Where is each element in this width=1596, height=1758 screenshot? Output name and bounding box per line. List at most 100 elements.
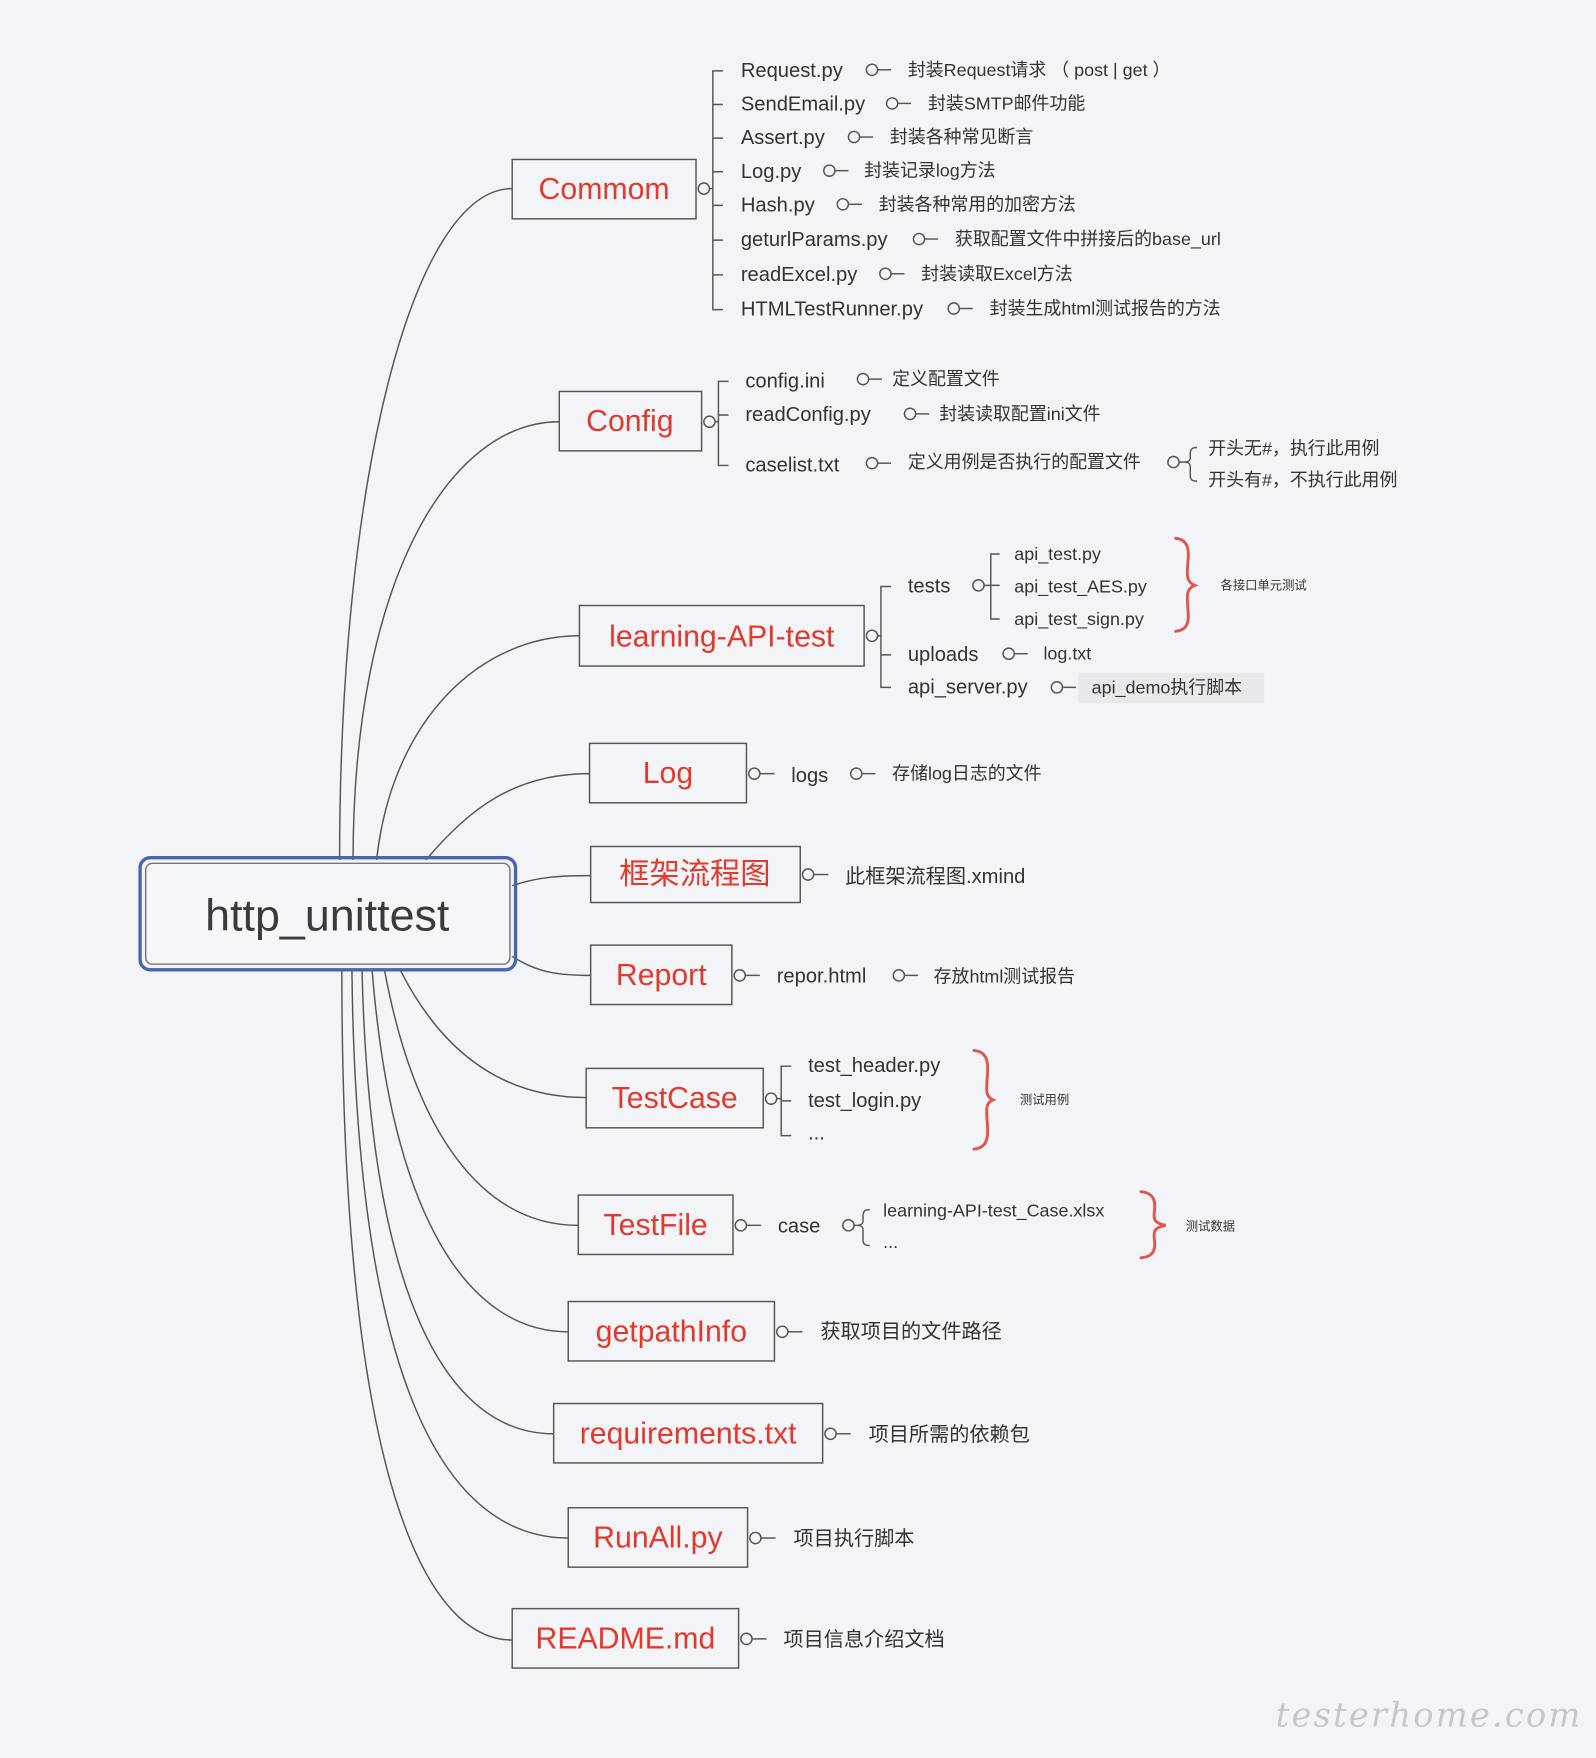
topic-label-flowchart: 框架流程图 bbox=[619, 857, 770, 891]
bracket-connector bbox=[990, 553, 1000, 620]
note-readconfig-py: 封装读取配置ini文件 bbox=[939, 404, 1100, 424]
branch-readme: README.md 项目信息介绍文档 bbox=[511, 1607, 945, 1669]
curly-bracket-connector bbox=[856, 1208, 870, 1247]
subtopic-request-py: Request.py bbox=[741, 60, 844, 82]
branch-connector-icon bbox=[747, 767, 775, 780]
topic-label-getpathinfo: getpathInfo bbox=[596, 1315, 747, 1348]
branch-connector-icon bbox=[1167, 455, 1184, 469]
branch-report: Report repor.html 存放html测试报告 bbox=[589, 944, 1075, 1006]
topic-box-runall bbox=[567, 1507, 749, 1568]
branch-line-getpathinfo bbox=[371, 969, 569, 1333]
branch-connector-icon bbox=[801, 868, 829, 881]
bracket-connector bbox=[712, 70, 723, 311]
branch-log: Log logs 存储log日志的文件 bbox=[588, 742, 1042, 804]
branch-connector-icon bbox=[836, 197, 862, 211]
branch-runall: RunAll.py 项目执行脚本 bbox=[567, 1507, 914, 1568]
subtopic-api-test-sign-py: api_test_sign.py bbox=[1014, 609, 1144, 630]
branch-line-config bbox=[352, 420, 560, 860]
subtopic-uploads: uploads bbox=[908, 644, 979, 666]
topic-label-commom: Commom bbox=[539, 173, 670, 206]
subtopic-tests: tests bbox=[908, 575, 951, 597]
summary-label-test-cases: 测试用例 bbox=[1020, 1092, 1069, 1107]
branch-connector-icon bbox=[856, 372, 883, 386]
branch-config: Config config.ini 定义配置文件 readConfig.py 封… bbox=[558, 369, 1397, 490]
branch-connector-icon bbox=[849, 767, 876, 780]
subtopic-xmind-file: 此框架流程图.xmind bbox=[845, 865, 1025, 888]
topic-label-runall: RunAll.py bbox=[593, 1522, 723, 1555]
root-topic-label: http_unittest bbox=[205, 889, 450, 940]
curly-bracket-connector bbox=[1183, 446, 1198, 482]
subtopic-repor-html: repor.html bbox=[777, 966, 867, 988]
branch-line-readme bbox=[341, 969, 513, 1641]
branch-connector-icon bbox=[749, 1531, 776, 1545]
branch-connector-icon bbox=[775, 1325, 803, 1339]
note-hash-py: 封装各种常用的加密方法 bbox=[879, 194, 1076, 214]
branch-connector-icon bbox=[703, 415, 719, 429]
branch-line-requirements bbox=[361, 969, 554, 1435]
subtopic-case: case bbox=[778, 1215, 821, 1237]
topic-label-readme: README.md bbox=[535, 1622, 715, 1655]
subtopic-test-login-py: test_login.py bbox=[808, 1090, 922, 1112]
branch-connector-icon bbox=[885, 97, 912, 110]
bracket-connector bbox=[880, 585, 892, 689]
branch-getpathinfo: getpathInfo 获取项目的文件路径 bbox=[567, 1300, 1002, 1362]
subtopic-more: ... bbox=[808, 1122, 825, 1144]
branch-lines bbox=[338, 187, 591, 1641]
note-config-ini: 定义配置文件 bbox=[892, 369, 1000, 389]
subtopic-geturlparams-py: geturlParams.py bbox=[741, 229, 889, 251]
topic-box-learning-api-test bbox=[578, 604, 865, 667]
subtopic-readconfig-py: readConfig.py bbox=[745, 404, 871, 426]
branch-connector-icon bbox=[865, 63, 892, 77]
branch-connector-icon bbox=[764, 1092, 782, 1106]
branch-line-testcase bbox=[399, 969, 587, 1099]
branch-connector-icon bbox=[847, 130, 874, 144]
branch-line-commom bbox=[338, 187, 513, 860]
summary-label-unit-tests: 各接口单元测试 bbox=[1221, 577, 1307, 592]
subtopic-case-xlsx: learning-API-test_Case.xlsx bbox=[883, 1201, 1104, 1222]
branch-connector-icon bbox=[734, 1218, 762, 1232]
summary-brace bbox=[1139, 1190, 1166, 1260]
subtopic-more: ... bbox=[883, 1232, 898, 1252]
subtopic-api-test-py: api_test.py bbox=[1014, 544, 1101, 565]
branch-connector-icon bbox=[903, 407, 930, 421]
subtopic-config-ini: config.ini bbox=[745, 370, 825, 392]
branch-connector-icon bbox=[740, 1632, 767, 1646]
branch-connector-icon bbox=[947, 302, 973, 315]
branch-line-learning-api-test bbox=[375, 635, 580, 861]
root-topic-box bbox=[144, 862, 511, 965]
subtopic-hash-py: Hash.py bbox=[741, 194, 816, 216]
root-topic-selection-border bbox=[138, 856, 518, 972]
note-request-py: 封装Request请求 （ post | get ） bbox=[908, 60, 1171, 80]
topic-box-requirements bbox=[552, 1402, 824, 1464]
topic-label-testcase: TestCase bbox=[612, 1082, 738, 1115]
note-caselist-txt: 定义用例是否执行的配置文件 bbox=[908, 452, 1141, 472]
summary-brace bbox=[972, 1049, 997, 1151]
branch-connector-icon bbox=[697, 182, 713, 195]
branch-line-testfile bbox=[383, 969, 579, 1227]
topic-label-learning-api-test: learning-API-test bbox=[609, 620, 835, 653]
topic-label-config: Config bbox=[586, 405, 673, 438]
subtopic-getpathinfo-desc: 获取项目的文件路径 bbox=[820, 1320, 1001, 1343]
branch-connector-icon bbox=[892, 969, 918, 982]
note-highlight bbox=[1078, 672, 1265, 704]
note-sendemail-py: 封装SMTP邮件功能 bbox=[928, 93, 1085, 113]
branch-connector-icon bbox=[842, 1218, 857, 1232]
summary-label-test-data: 测试数据 bbox=[1186, 1218, 1235, 1233]
branch-learning-api-test: learning-API-test tests api_test.py api_… bbox=[578, 536, 1307, 704]
branch-testfile: TestFile case learning-API-test_Case.xls… bbox=[577, 1190, 1235, 1260]
subtopic-api-test-aes-py: api_test_AES.py bbox=[1014, 576, 1147, 597]
note-repor-html: 存放html测试报告 bbox=[934, 967, 1075, 987]
topic-box-commom bbox=[511, 158, 697, 220]
note-geturlparams-py: 获取配置文件中拼接后的base_url bbox=[955, 229, 1221, 250]
subtopic-readexcel-py: readExcel.py bbox=[741, 264, 858, 286]
subtopic-readme-desc: 项目信息介绍文档 bbox=[783, 1628, 944, 1651]
note-assert-py: 封装各种常见断言 bbox=[890, 127, 1033, 147]
subtopic-assert-py: Assert.py bbox=[741, 127, 826, 149]
branch-commom: Commom Request.py 封装Request请求 （ post | g… bbox=[511, 60, 1221, 321]
subtopic-htmltestrunner-py: HTMLTestRunner.py bbox=[741, 299, 924, 321]
subtopic-log-py: Log.py bbox=[741, 161, 802, 183]
branch-connector-icon bbox=[879, 267, 905, 281]
subtopic-test-header-py: test_header.py bbox=[808, 1055, 941, 1077]
topic-box-getpathinfo bbox=[567, 1300, 776, 1362]
topic-label-requirements: requirements.txt bbox=[580, 1417, 797, 1450]
